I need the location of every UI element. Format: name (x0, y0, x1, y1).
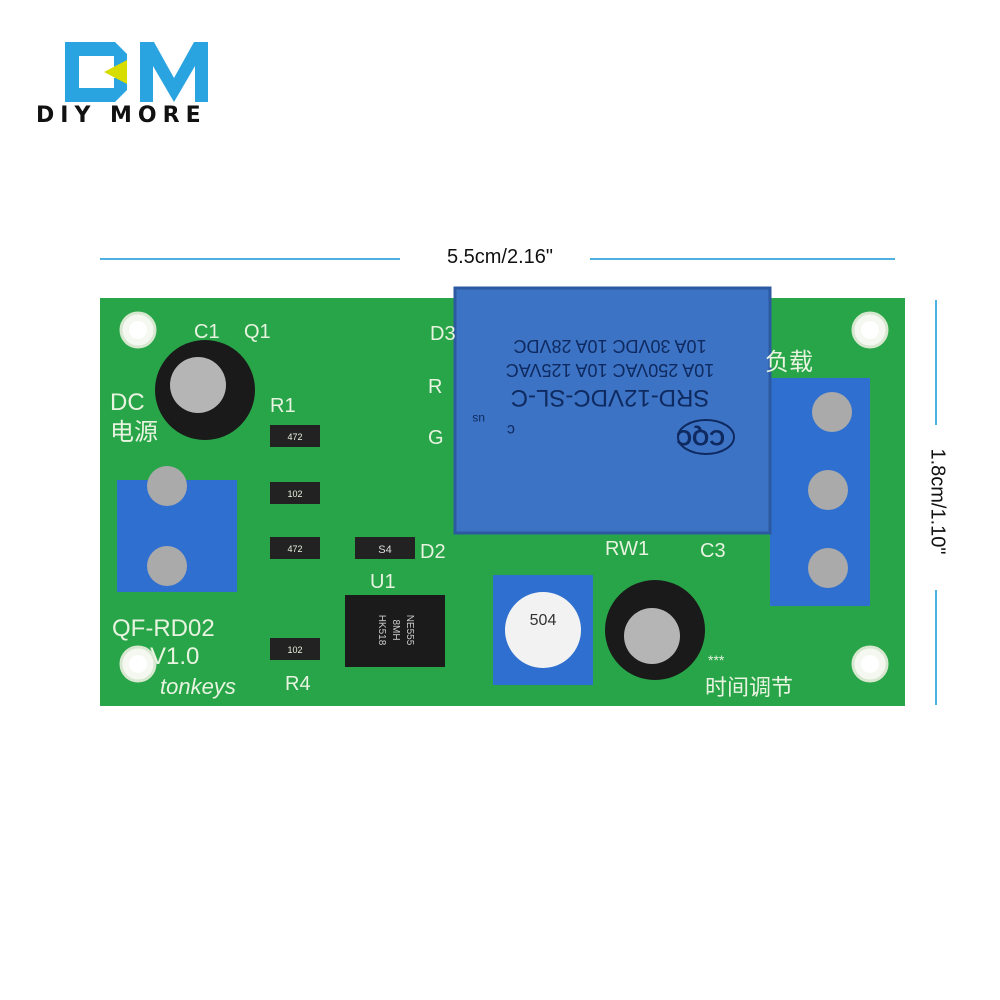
resistors: 472 102 472 102 (270, 425, 320, 660)
silk-q1: Q1 (244, 321, 271, 343)
silk-u1: U1 (370, 571, 396, 593)
ic-marking: NE555 (404, 615, 415, 646)
capacitor-top (624, 608, 680, 664)
diode-marking: S4 (378, 544, 391, 556)
relay-model: SRD-12VDC-SL-C (511, 384, 710, 411)
dimension-line (100, 258, 400, 260)
silk-r: R (428, 376, 442, 398)
ic-marking: 8MH (390, 619, 401, 640)
silk-model: QF-RD02 (112, 615, 215, 642)
screw-icon (147, 466, 187, 506)
brand-name: DIY MORE (36, 103, 207, 128)
silk-rw1: RW1 (605, 538, 649, 560)
relay-cert-us: us (472, 412, 485, 426)
silk-g: G (428, 427, 444, 449)
mount-hole-centers (129, 321, 879, 673)
screw-icon (808, 470, 848, 510)
silk-d3: D3 (430, 323, 456, 345)
screw-icon (808, 548, 848, 588)
dimension-line (590, 258, 895, 260)
resistor-marking: 102 (287, 489, 302, 499)
resistor-marking: 102 (287, 645, 302, 655)
silk-c3: C3 (700, 540, 726, 562)
diymore-logo (65, 42, 208, 102)
silk-time-adjust: 时间调节 (705, 675, 793, 700)
silk-r1: R1 (270, 395, 296, 417)
silk-maker: tonkeys (160, 674, 236, 699)
silk-stars: *** (708, 652, 725, 668)
pot-marking: 504 (530, 612, 557, 629)
dimension-line (935, 300, 937, 425)
silk-dc: DC (110, 389, 145, 416)
silk-r4: R4 (285, 673, 311, 695)
diode-d2 (355, 537, 415, 559)
silk-load-cn: 负载 (765, 349, 813, 376)
pot-dial (505, 592, 581, 668)
resistor-marking: 472 (287, 544, 302, 554)
silk-power-cn: 电源 (110, 419, 158, 446)
relay-rating: 10A 250VAC 10A 125VAC (506, 360, 715, 380)
width-label: 5.5cm/2.16" (446, 246, 554, 268)
relay-cert-c: c (507, 421, 515, 438)
cqc-mark-icon (677, 419, 735, 455)
ic-u1 (345, 595, 445, 667)
relay-rating: 10A 30VDC 10A 28VDC (513, 336, 706, 356)
silk-version: V1.0 (150, 643, 199, 670)
capacitor-top (170, 357, 226, 413)
ic-marking: HK518 (376, 615, 387, 646)
screw-icon (812, 392, 852, 432)
screw-icon (147, 546, 187, 586)
resistor-marking: 472 (287, 432, 302, 442)
relay-cert-cqc: CQC (676, 425, 725, 450)
height-dimension: 1.8cm/1.10" (922, 300, 952, 705)
silk-d2: D2 (420, 541, 446, 563)
width-dimension: 5.5cm/2.16" (100, 246, 900, 270)
relay (453, 286, 772, 535)
dimension-line (935, 590, 937, 705)
silk-c1: C1 (194, 321, 220, 343)
